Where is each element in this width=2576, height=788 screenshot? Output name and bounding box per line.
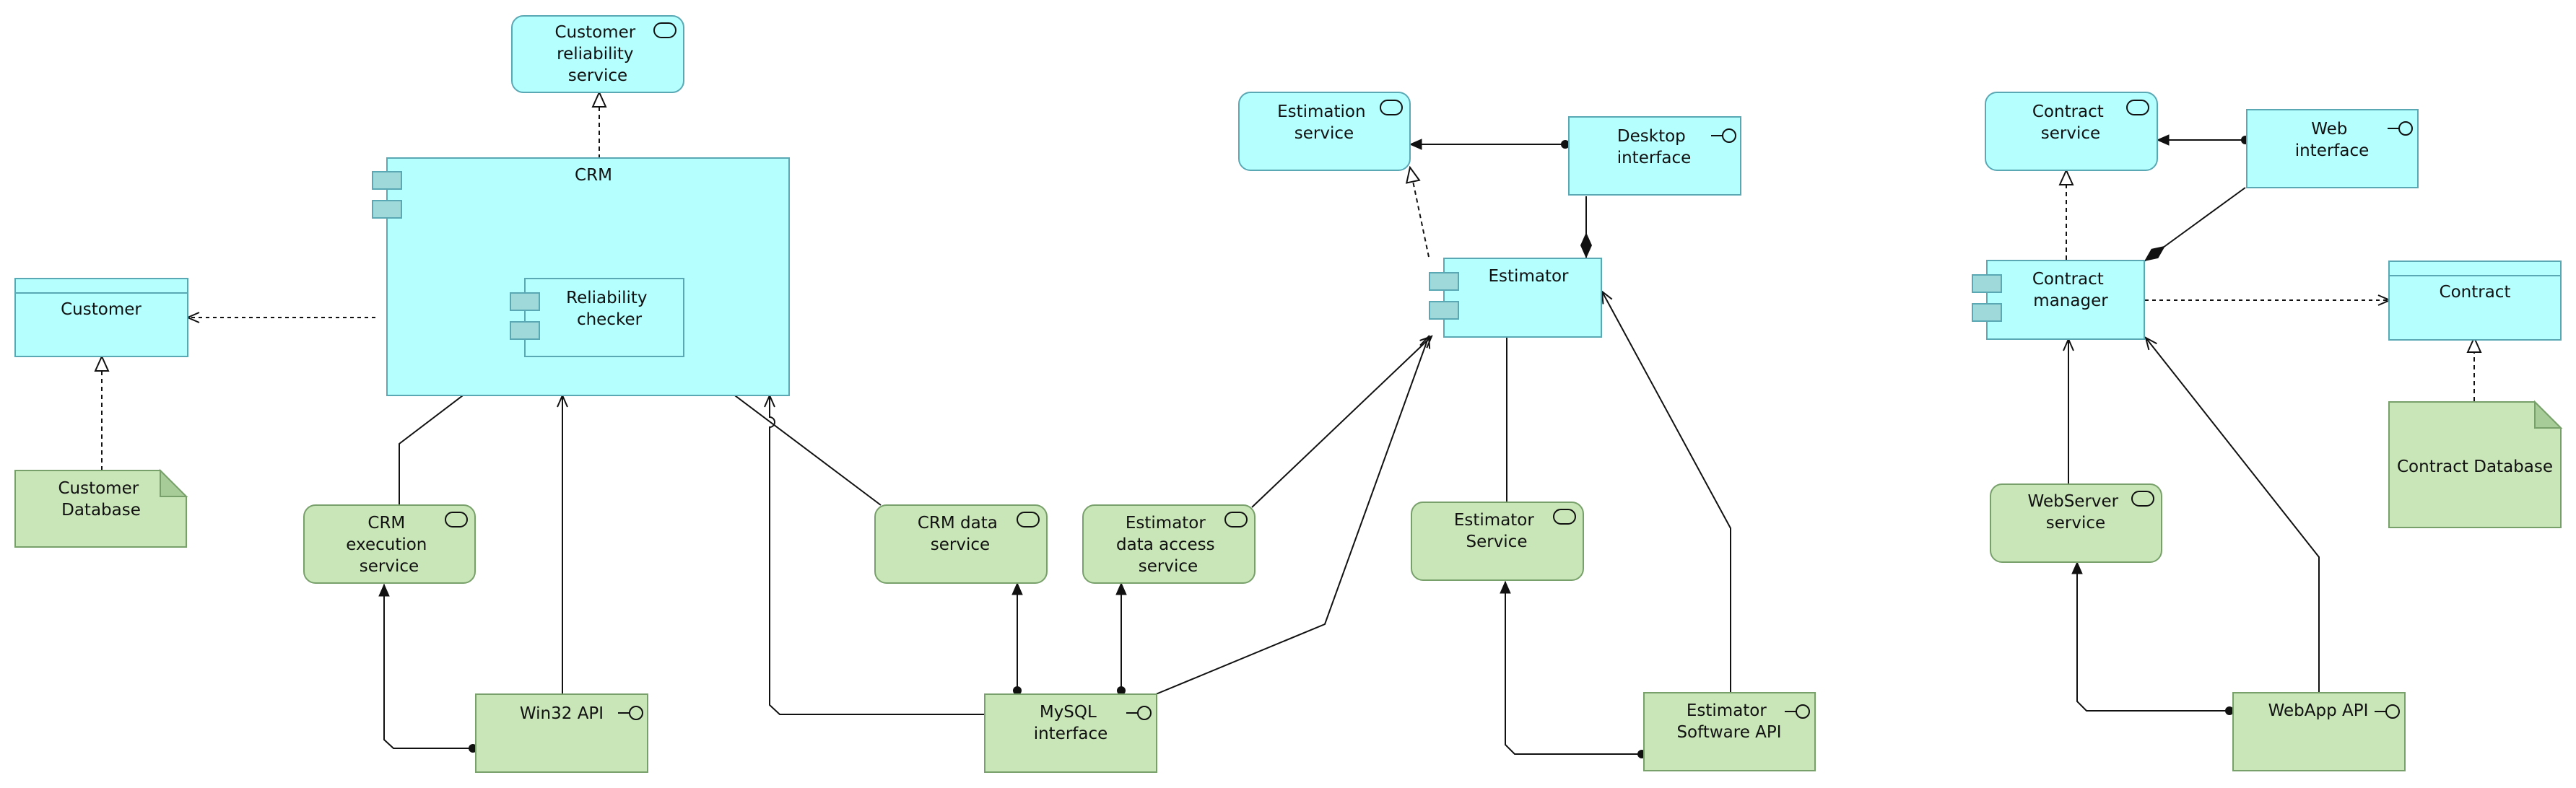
artifact-fold-icon [160,468,188,497]
node-customer[interactable]: Customer [14,278,188,357]
node-crm[interactable]: CRM [372,157,790,396]
node-crm-execution-service[interactable]: CRM execution service [303,504,476,584]
service-icon [1017,512,1040,527]
realization-estimator-to-estimation-service[interactable] [1410,167,1430,258]
node-estimation-service[interactable]: Estimation service [1238,92,1411,171]
service-icon [2126,100,2149,115]
node-label: Win32 API [520,704,604,723]
node-label: Estimation service [1277,102,1371,143]
interface-icon [1785,704,1810,719]
serving-estimator-data-access-service-to-estimator[interactable] [1251,336,1432,508]
assignment-win32-api-to-crm-execution-service[interactable] [378,583,477,753]
node-contract-manager[interactable]: Contract manager [1972,260,2145,340]
node-label: MySQL interface [1034,703,1108,743]
node-label: Contract manager [2032,270,2109,310]
interface-icon [618,706,643,720]
component-icon [372,171,402,219]
node-contract-service[interactable]: Contract service [1985,92,2158,171]
node-contract-database[interactable]: Contract Database [2388,400,2563,528]
node-label: Customer Database [58,479,144,520]
node-web-interface[interactable]: Web interface [2246,109,2419,188]
serving-estimator-software-api-to-estimator[interactable] [1602,292,1731,693]
node-estimator-service[interactable]: Estimator Service [1411,502,1584,581]
node-win32-api[interactable]: Win32 API [475,693,648,773]
artifact-fold-icon [2534,400,2563,429]
node-label: CRM [575,166,612,185]
node-label: Estimator [1489,267,1570,286]
service-icon [2131,491,2154,507]
serving-webapp-api-to-contract-manager[interactable] [2146,338,2320,693]
node-label: Desktop interface [1617,127,1692,167]
interface-icon [2388,121,2413,136]
serving-mysql-interface-to-crm[interactable] [770,395,985,715]
interface-icon [1711,128,1736,143]
serving-mysql-interface-to-estimator[interactable] [1155,336,1429,695]
component-icon [1972,274,2002,322]
node-label: CRM execution service [346,514,432,576]
node-desktop-interface[interactable]: Desktop interface [1568,116,1741,196]
node-label: Web interface [2295,120,2370,160]
node-label: CRM data service [918,514,1003,554]
component-icon [1429,272,1459,320]
service-icon [653,22,676,38]
element-layer: Customer reliability service CRM [14,15,2563,773]
node-label: WebServer service [2028,492,2124,533]
node-label: Contract Database [2397,458,2553,476]
component-icon [510,292,540,340]
interface-icon [1126,706,1152,720]
node-estimator-software-api[interactable]: Estimator Software API [1643,692,1816,771]
assignment-estimator-software-api-to-estimator-service[interactable] [1500,580,1646,758]
node-webapp-api[interactable]: WebApp API [2232,692,2406,771]
node-customer-database[interactable]: Customer Database [14,468,188,548]
node-crm-data-service[interactable]: CRM data service [874,504,1048,584]
node-label: WebApp API [2268,701,2369,720]
node-contract[interactable]: Contract [2388,261,2562,341]
node-mysql-interface[interactable]: MySQL interface [984,693,1157,773]
node-label: Contract [2440,283,2511,302]
assignment-webapp-api-to-webserver-service[interactable] [2071,561,2234,715]
node-webserver-service[interactable]: WebServer service [1990,483,2162,563]
node-label: Customer reliability service [554,23,640,85]
node-label: Customer [61,300,142,319]
node-label: Estimator Software API [1676,701,1781,742]
node-label: Estimator Service [1454,511,1539,551]
service-icon [445,512,468,527]
composition-contract-manager-to-web-interface[interactable] [2144,187,2246,262]
node-estimator-data-access-service[interactable]: Estimator data access service [1082,504,1256,584]
node-customer-reliability-service[interactable]: Customer reliability service [511,15,684,93]
service-icon [1380,100,1403,115]
node-reliability-checker[interactable]: Reliability checker [510,278,684,357]
interface-icon [2375,704,2400,719]
node-estimator[interactable]: Estimator [1429,258,1602,338]
service-icon [1224,512,1248,527]
node-label: Estimator data access service [1116,514,1220,576]
service-icon [1553,509,1576,525]
node-label: Contract service [2032,102,2109,143]
node-label: Reliability checker [566,289,653,329]
